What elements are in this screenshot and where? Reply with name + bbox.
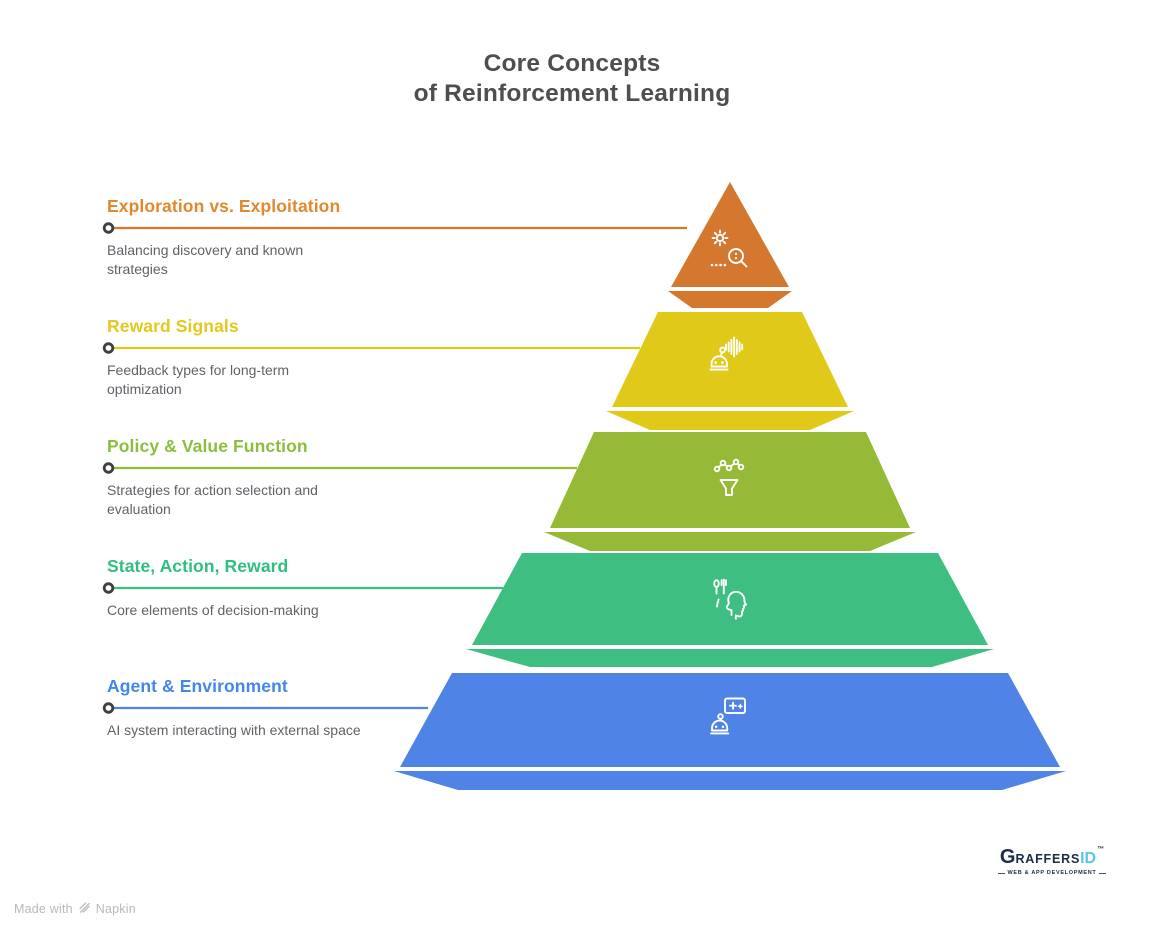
level-label-agent-environment: Agent & Environment AI system interactin… [107, 676, 361, 740]
level-title: Agent & Environment [107, 676, 288, 696]
made-with-text: Made with [14, 902, 73, 916]
level-title: State, Action, Reward [107, 556, 289, 576]
napkin-brand-text: Napkin [95, 902, 136, 916]
decision-head-icon [704, 574, 752, 622]
pyramid-level-2-base [606, 411, 854, 430]
pyramid-level-2-face [612, 312, 848, 407]
logo-trademark: ™ [1097, 846, 1105, 853]
pyramid-level-4-base [466, 649, 994, 667]
level-description: Strategies for action selection and eval… [107, 482, 318, 517]
exploration-search-icon [705, 227, 753, 275]
reward-signal-icon [703, 333, 751, 381]
pyramid-level-5-face [400, 673, 1060, 767]
logo-name: RAFFERS [1015, 852, 1081, 866]
pyramid-level-3-base [544, 532, 916, 551]
graffersid-logo: G RAFFERS ID ™ WEB & APP DEVELOPMENT [1000, 846, 1104, 876]
level-label-reward-signals: Reward Signals Feedback types for long-t… [107, 316, 361, 398]
level-description: Feedback types for long-term optimizatio… [107, 362, 290, 397]
pyramid-level-4-face [472, 553, 988, 645]
page-title-line1: Core Concepts [483, 50, 661, 77]
connector-marker-3 [102, 462, 115, 474]
level-title: Policy & Value Function [107, 436, 308, 456]
level-description: Balancing discovery and known strategies [107, 242, 304, 277]
logo-tagline: WEB & APP DEVELOPMENT [1000, 870, 1104, 876]
logo-suffix-id: ID [1080, 850, 1097, 867]
level-label-policy-value: Policy & Value Function Strategies for a… [107, 436, 361, 518]
level-label-exploration: Exploration vs. Exploitation Balancing d… [107, 196, 361, 278]
logo-letter-g: G [999, 846, 1016, 868]
pyramid-level-5-base [394, 771, 1066, 790]
level-description: Core elements of decision-making [107, 602, 319, 618]
connector-marker-5 [102, 702, 115, 714]
level-title: Exploration vs. Exploitation [107, 196, 341, 216]
pyramid-level-1-face [671, 182, 789, 287]
made-with-napkin-link[interactable]: Made with Napkin [14, 901, 136, 917]
connector-marker-4 [102, 582, 115, 594]
napkin-logo-icon [78, 901, 91, 917]
level-label-state-action-reward: State, Action, Reward Core elements of d… [107, 556, 361, 620]
connector-marker-1 [102, 222, 115, 234]
page-title-line2: of Reinforcement Learning [413, 80, 731, 107]
level-description: AI system interacting with external spac… [107, 722, 361, 738]
agent-environment-icon [704, 693, 752, 741]
level-title: Reward Signals [107, 316, 239, 336]
policy-funnel-icon [705, 455, 753, 503]
connector-marker-2 [102, 342, 115, 354]
page-title: Core Concepts of Reinforcement Learning [292, 49, 852, 109]
pyramid-level-1-base [668, 291, 792, 308]
